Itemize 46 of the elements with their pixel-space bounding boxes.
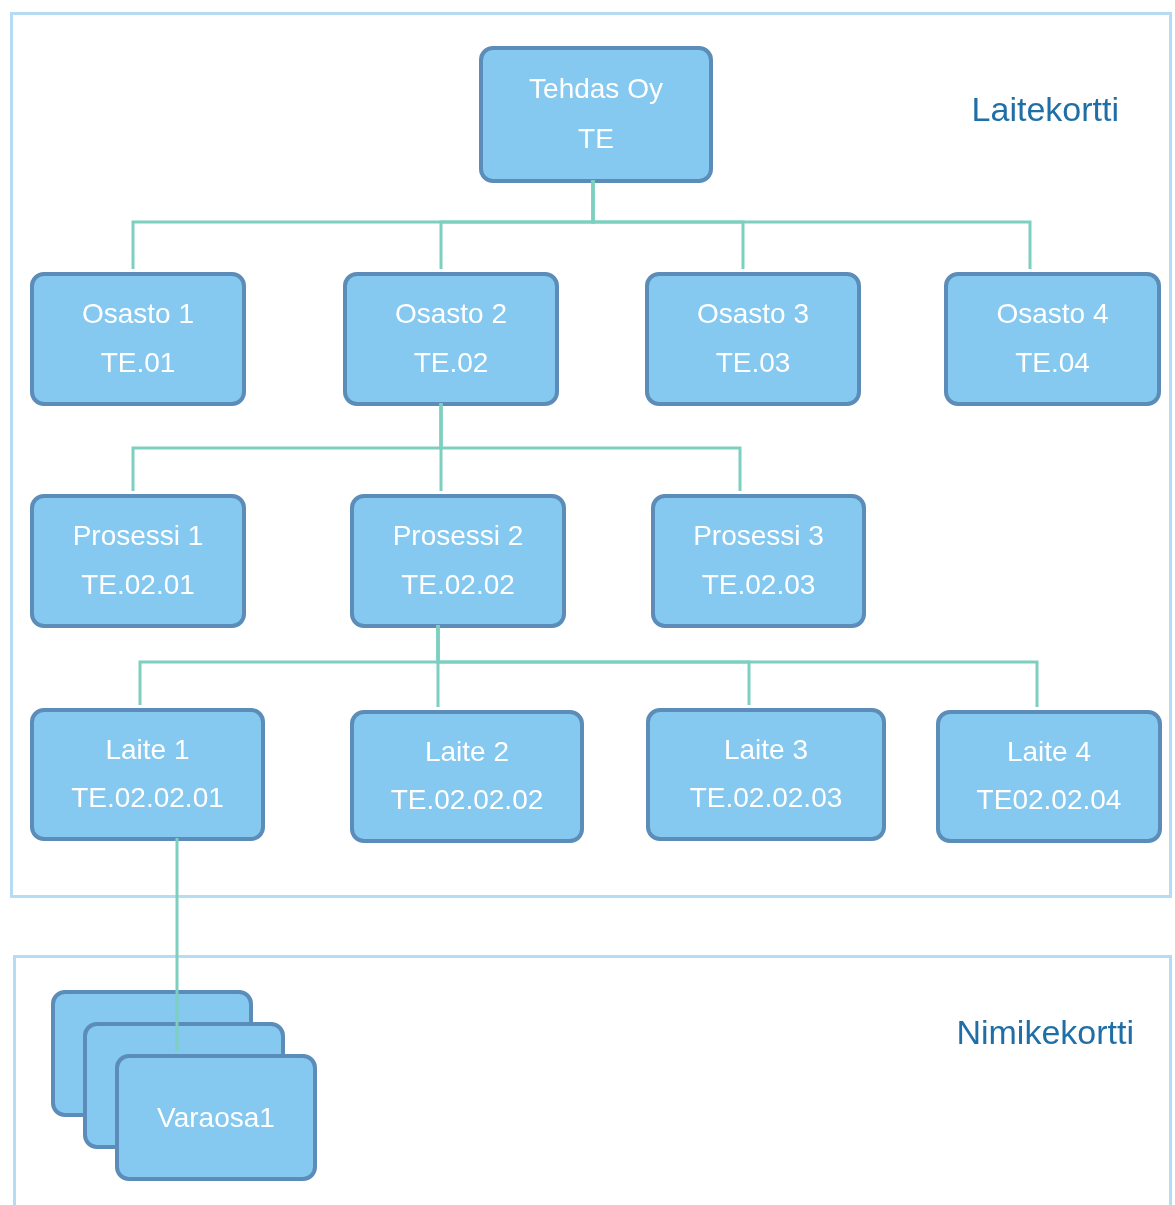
card-label: Prosessi 1 [72,521,204,553]
card-label: TE.02.02.02 [390,785,544,816]
card-box [343,272,559,406]
card-box [651,494,866,628]
card-label: TE02.02.04 [976,785,1122,816]
card-box [646,708,886,841]
card-stack [51,990,317,1181]
card-label: TE.02.02.01 [71,783,224,814]
card-label: TE.02 [413,347,489,379]
card-box [479,46,713,183]
card-box [30,494,246,628]
card-label: TE.02.02.03 [689,783,843,814]
card-box [350,494,566,628]
card-label: Laite 4 [1006,737,1092,768]
card-label: TE [578,123,614,155]
card-label: TE.03 [715,347,791,379]
panel-title: Nimikekortti [956,1013,1134,1052]
card-box [30,708,265,841]
card-label: Osasto 4 [996,299,1109,331]
connector-line [439,403,742,491]
card-box [350,710,584,843]
card-label: Osasto 1 [81,299,195,331]
card-box [944,272,1161,406]
panel [13,955,1172,1205]
card-box [936,710,1162,843]
card-box [30,272,246,406]
card-label: Varaosa1 [156,1100,276,1135]
card-label: TE.04 [1015,347,1090,379]
card-label: TE.02.02 [401,569,515,601]
card-label: TE.02.01 [81,569,195,601]
card-label: Laite 2 [424,737,510,768]
card-label: Prosessi 3 [693,521,824,553]
connector-line [436,625,1039,707]
card-label: Osasto 2 [394,299,508,331]
card-label: Osasto 3 [696,299,810,331]
card-label: TE.01 [100,347,176,379]
connector-line [175,838,179,1051]
card-label: Tehdas Oy [529,74,663,106]
card-box [645,272,861,406]
card-label: Laite 3 [723,735,809,766]
panel-title: Laitekortti [971,90,1119,129]
connector-line [591,180,1032,269]
card-label: TE.02.03 [701,569,816,601]
panel [10,12,1172,898]
card-label: Laite 1 [105,735,190,766]
card-label: Prosessi 2 [392,521,524,553]
